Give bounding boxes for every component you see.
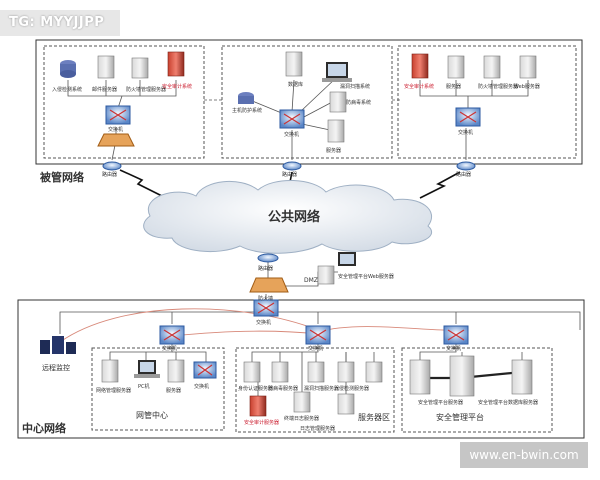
core-switch-label: 交换机 [256, 319, 271, 326]
top-left-edge-router-icon [102, 161, 122, 171]
servers-title: 服务器区 [358, 412, 390, 422]
servers-switch-icon [305, 325, 331, 345]
platform-switch-icon [443, 325, 469, 345]
top-left-router-icon [97, 133, 135, 147]
red-audit-server-icon [249, 395, 267, 417]
public-network-cloud [143, 179, 433, 254]
top-right-firewall-server-icon [483, 55, 501, 79]
tl-audit-label: 安全审计系统 [162, 83, 192, 90]
sv-s2-label: 防病毒服务器 [268, 385, 298, 392]
tr-router-label: 路由器 [456, 171, 471, 178]
top-mid-switch-icon [279, 109, 305, 129]
firewall-label: 防火墙 [258, 295, 273, 302]
sv-s6-label: 终端日志服务器 [284, 415, 319, 422]
sv-s3-label: 漏洞扫描服务器 [304, 385, 339, 392]
watermark-overlay: www.en-bwin.com [460, 442, 588, 468]
tm-hids-label: 主机防护系统 [232, 107, 262, 114]
tl-router-label: 路由器 [102, 171, 117, 178]
tl-mail-label: 邮件服务器 [92, 86, 117, 93]
tm-server-label: 服务器 [326, 147, 341, 154]
platform-rack3-icon [511, 359, 533, 395]
nm-server1-label: 网络管理服务器 [96, 387, 131, 394]
sv-switch-label: 交换机 [308, 345, 323, 352]
netmgmt-server-icon [101, 359, 119, 383]
netmgmt-switch2-icon [193, 361, 217, 379]
sv-s5-label: 安全审计服务器 [244, 419, 279, 426]
dmz-server-icon [317, 265, 335, 285]
pl-rack2-label: 安全管理平台数据库服务器 [478, 399, 538, 406]
scan-server-icon [307, 361, 325, 383]
av-server-icon [271, 361, 289, 383]
tm-router-label: 路由器 [282, 171, 297, 178]
platform-rack2-icon [449, 355, 475, 397]
nm-pc-label: PC机 [138, 383, 150, 390]
middle-router-icon [257, 253, 279, 263]
platform-title: 安全管理平台 [436, 412, 484, 422]
audit-server-icon [365, 361, 383, 383]
sv-s4-label: 入侵检测服务器 [334, 385, 369, 392]
center-network-label: 中心网络 [22, 421, 66, 435]
remote-monitor-label: 远程监控 [42, 363, 70, 372]
top-left-mail-server-icon [97, 55, 115, 79]
top-left-firewall-server-icon [131, 57, 149, 79]
top-left-ids-icon [60, 60, 76, 78]
netmgmt-server2-icon [167, 359, 185, 383]
pl-rack1-label: 安全管理平台服务器 [418, 399, 463, 406]
dmz-label: DMZ [304, 277, 318, 284]
tr-web-label: Web服务器 [514, 83, 540, 90]
nm-switch-label: 交换机 [162, 345, 177, 352]
top-left-audit-server-icon [167, 51, 185, 77]
tl-fw-label: 防火墙管理服务器 [126, 86, 166, 93]
tr-fw-label: 防火墙管理服务器 [478, 83, 518, 90]
top-right-audit-server-icon [411, 53, 429, 79]
top-mid-db-server-icon [285, 51, 303, 77]
sv-s1-label: 身份认证服务器 [238, 385, 273, 392]
top-mid-router-icon [282, 161, 302, 171]
log-server-icon [337, 393, 355, 415]
core-switch-icon [253, 299, 279, 317]
top-right-web-server-icon [519, 55, 537, 79]
top-left-switch-icon [105, 105, 131, 125]
top-mid-av-server-icon [329, 91, 347, 113]
web-server-pc-icon [338, 252, 356, 266]
tr-switch-label: 交换机 [458, 129, 473, 136]
nm-switch2-label: 交换机 [194, 383, 209, 390]
sv-s7-label: 日志管理服务器 [300, 425, 335, 432]
tr-server-label: 服务器 [446, 83, 461, 90]
top-mid-scanner-pc-icon [322, 62, 352, 82]
tm-switch-label: 交换机 [284, 131, 299, 138]
tm-scan-label: 漏洞扫描系统 [340, 83, 370, 90]
top-mid-server-icon [327, 119, 345, 143]
top-right-switch-icon [455, 107, 481, 127]
netmgmt-pc-icon [134, 360, 160, 378]
top-tag-overlay: TG: MYYJJPP [0, 10, 120, 36]
terminal-log-server-icon [293, 391, 311, 413]
netmgmt-title: 网管中心 [136, 410, 168, 420]
tm-av-label: 防病毒系统 [346, 99, 371, 106]
firewall-icon [249, 277, 289, 293]
tm-db-label: 数据库 [288, 81, 303, 88]
nm-server2-label: 服务器 [166, 387, 181, 394]
tl-switch-label: 交换机 [108, 126, 123, 133]
pl-switch-label: 交换机 [446, 345, 461, 352]
ids-server-icon [337, 361, 355, 383]
netmgmt-switch-icon [159, 325, 185, 345]
auth-server-icon [243, 361, 261, 383]
top-right-server-icon [447, 55, 465, 79]
top-mid-host-ids-icon [238, 92, 254, 104]
tl-ids-label: 入侵检测系统 [52, 86, 82, 93]
platform-rack1-icon [409, 359, 431, 395]
public-network-label: 公共网络 [268, 209, 320, 225]
managed-network-label: 被管网络 [40, 170, 84, 184]
mid-router-label: 路由器 [258, 265, 273, 272]
tr-audit-label: 安全审计系统 [404, 83, 434, 90]
top-right-router-icon [456, 161, 476, 171]
web-server-label: 安全管理平台Web服务器 [338, 273, 394, 280]
remote-monitor-icon [40, 336, 76, 354]
